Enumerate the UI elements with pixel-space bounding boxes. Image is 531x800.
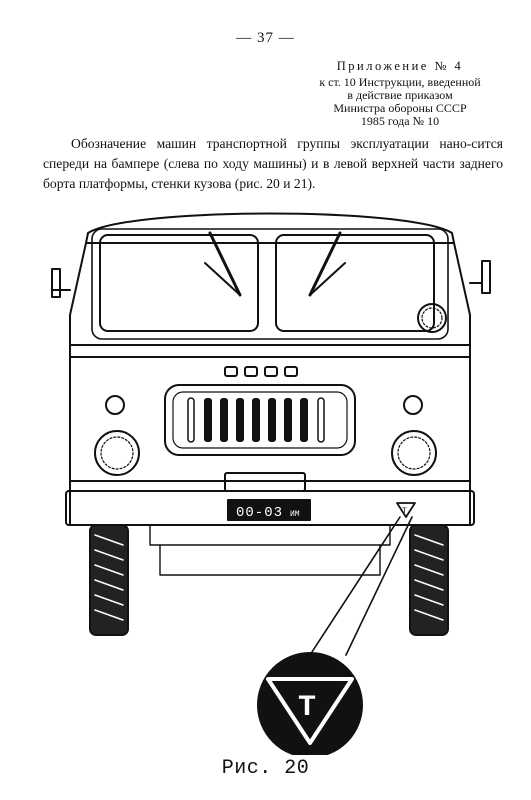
appendix-line: к ст. 10 Инструкции, введенной bbox=[319, 75, 481, 89]
license-plate-suffix: ИМ bbox=[290, 510, 300, 519]
radiator-grille bbox=[164, 384, 356, 456]
right-side-light bbox=[403, 395, 423, 415]
left-wiper-arm bbox=[204, 262, 241, 296]
left-windshield bbox=[99, 234, 259, 332]
emblem-2 bbox=[244, 366, 258, 377]
appendix-line: Министра обороны СССР bbox=[333, 101, 467, 115]
appendix-heading: Приложение № 4 bbox=[336, 59, 464, 73]
right-windshield bbox=[275, 234, 435, 332]
bumper-triangle-mark bbox=[396, 502, 416, 518]
appendix-line: в действие приказом bbox=[347, 88, 453, 102]
left-headlight bbox=[94, 430, 140, 476]
license-plate bbox=[227, 499, 311, 521]
callout-line-left bbox=[309, 516, 401, 656]
right-headlight bbox=[391, 430, 437, 476]
cab-lamp bbox=[417, 303, 447, 333]
cab-roof bbox=[85, 212, 455, 244]
left-side-light bbox=[105, 395, 125, 415]
left-mirror bbox=[51, 268, 71, 298]
right-wiper-arm bbox=[309, 262, 346, 296]
emblem-4 bbox=[284, 366, 298, 377]
emblem-1 bbox=[224, 366, 238, 377]
right-wiper bbox=[308, 231, 342, 297]
page-number: — 37 — bbox=[236, 30, 295, 46]
right-mirror bbox=[469, 260, 491, 294]
grille-slats bbox=[187, 397, 325, 443]
appendix-line: 1985 года № 10 bbox=[360, 114, 440, 128]
truck-illustration: 00-03 ИМ T Т bbox=[51, 212, 491, 755]
callout-line-right bbox=[345, 516, 413, 656]
appendix-note: Приложение № 4 к ст. 10 Инструкции, введ… bbox=[300, 60, 500, 128]
left-wiper bbox=[208, 231, 242, 297]
svg-text:T: T bbox=[402, 507, 407, 516]
license-plate-number: 00-03 bbox=[236, 505, 283, 521]
sign-triangle bbox=[266, 677, 354, 745]
emblem-3 bbox=[264, 366, 278, 377]
figure-caption: Рис. 20 bbox=[221, 757, 310, 780]
body-paragraph: Обозначение машин транспортной группы эк… bbox=[43, 136, 503, 191]
left-wheel bbox=[89, 524, 129, 636]
sign-letter: Т bbox=[298, 691, 316, 725]
right-wheel bbox=[409, 524, 449, 636]
